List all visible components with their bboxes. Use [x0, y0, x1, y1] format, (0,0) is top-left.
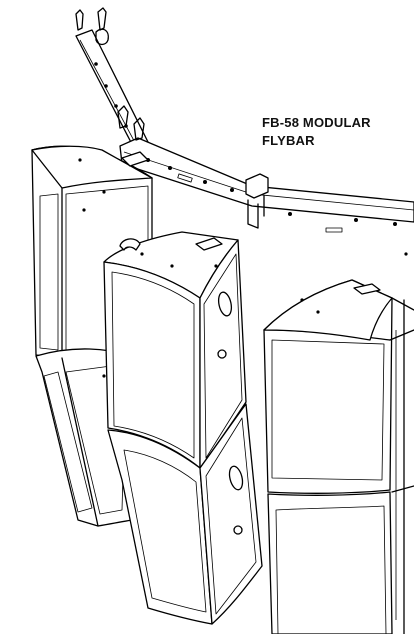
flybar-callout-label: FB-58 MODULAR FLYBAR [262, 114, 371, 150]
speaker-right-top [263, 279, 414, 494]
speaker-center-top [103, 231, 247, 469]
callout-line-2: FLYBAR [262, 133, 315, 148]
speaker-right-bottom [267, 485, 414, 634]
speaker-center-bottom [107, 403, 263, 625]
callout-line-1: FB-58 MODULAR [262, 115, 371, 130]
flybar [75, 7, 414, 233]
speaker-far-right-partial [391, 252, 414, 634]
